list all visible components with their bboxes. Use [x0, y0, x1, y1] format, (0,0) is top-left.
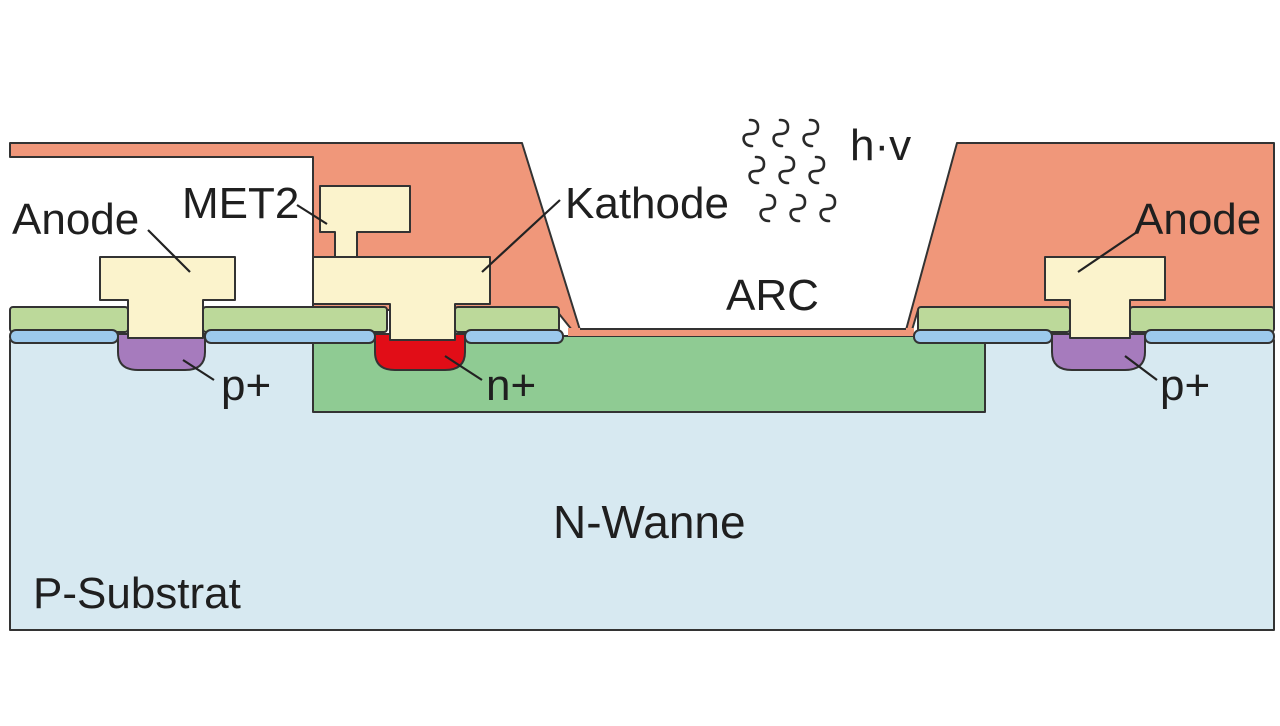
thin-layer-5 [1144, 329, 1275, 344]
anode-metal-left [99, 256, 236, 339]
leader-n-plus [444, 355, 483, 381]
kathode-label: Kathode [565, 179, 729, 228]
n-plus-diffusion [374, 333, 466, 371]
arc-layer [568, 328, 914, 336]
oxide-right-2 [1129, 306, 1275, 333]
leader-met2 [296, 204, 328, 225]
thin-layer-3 [464, 329, 564, 344]
oxide-left-2 [202, 306, 388, 333]
leader-anode-left [147, 229, 191, 273]
p-plus-left-label: p+ [221, 361, 271, 410]
met2-label: MET2 [182, 179, 299, 228]
p-plus-diffusion-right [1051, 333, 1146, 371]
n-plus-label: n+ [486, 361, 536, 410]
oxide-left-3 [454, 306, 560, 333]
thin-layer-4 [913, 329, 1053, 344]
leader-anode-right [1077, 231, 1138, 273]
n-wanne-label: N-Wanne [553, 496, 746, 548]
leader-p-plus-left [182, 359, 215, 381]
met2-metal [319, 185, 411, 258]
light-label: h·v [850, 121, 911, 170]
thin-layer-1 [9, 329, 119, 344]
anode-right-label: Anode [1134, 195, 1261, 244]
anode-metal-right [1044, 256, 1166, 339]
anode-left-label: Anode [12, 195, 139, 244]
p-plus-right-label: p+ [1160, 361, 1210, 410]
p-substrat-label: P-Substrat [33, 569, 241, 618]
thin-layer-2 [204, 329, 376, 344]
oxide-right-1 [917, 306, 1071, 333]
kathode-metal [312, 256, 491, 341]
light-wave-icon [742, 118, 837, 223]
leader-p-plus-right [1124, 355, 1158, 381]
arc-label: ARC [726, 271, 819, 320]
oxide-left-1 [9, 306, 129, 333]
leader-kathode [481, 199, 561, 273]
